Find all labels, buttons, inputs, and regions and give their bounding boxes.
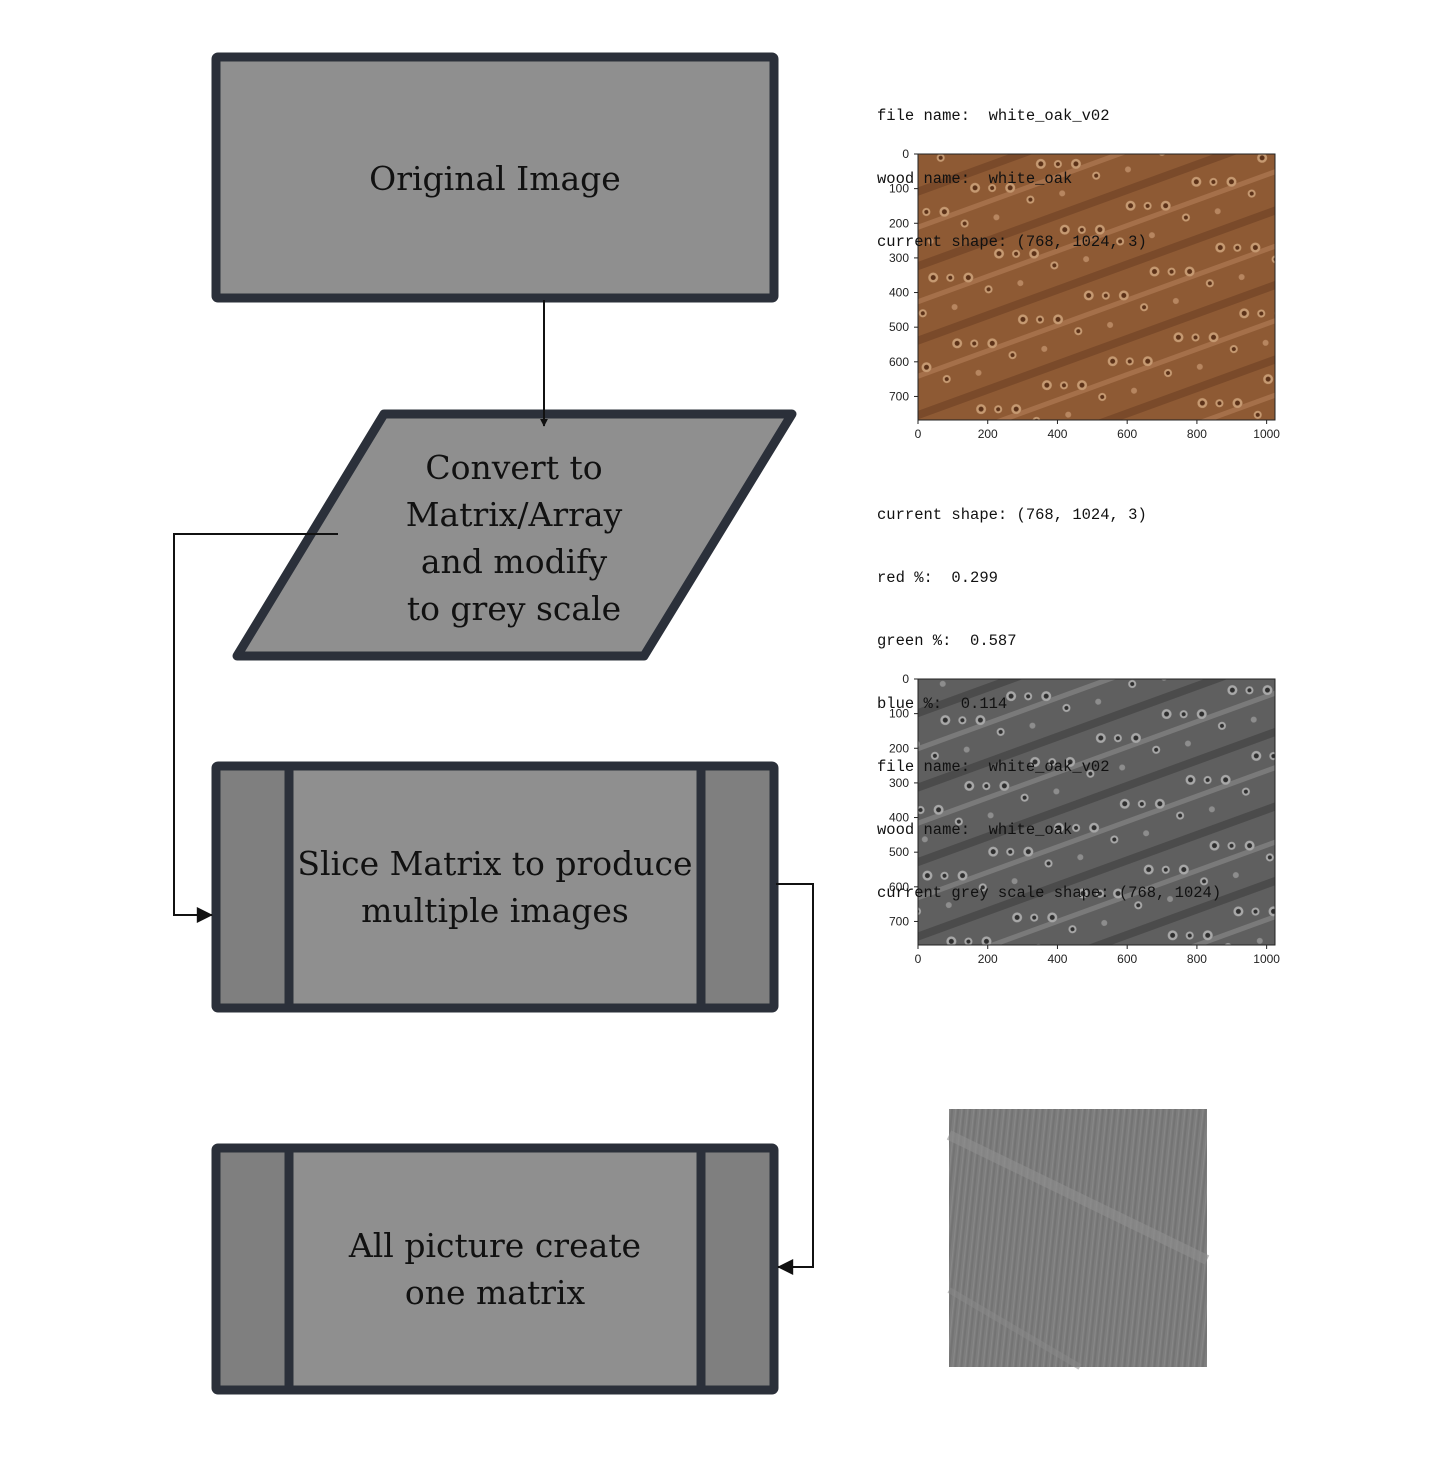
node-all-picture-matrix[interactable]	[211, 1143, 779, 1395]
label-line: Original Image	[369, 159, 621, 198]
output-line: green %: 0.587	[877, 632, 1017, 650]
x-tick-label: 400	[1047, 427, 1067, 441]
output-between: current shape: (768, 1024, 3)	[877, 463, 1147, 547]
output-block-1: file name: white_oak_v02 wood name: whit…	[877, 64, 1147, 274]
output-line: wood name: white_oak	[877, 821, 1073, 839]
y-tick-label: 100	[889, 182, 909, 196]
label-convert-to-matrix: Convert to Matrix/Array and modify to gr…	[300, 444, 728, 632]
x-tick-label: 600	[1117, 952, 1137, 966]
y-tick-label: 400	[889, 811, 909, 825]
y-tick-label: 700	[889, 914, 909, 928]
edge-slice-to-all	[776, 883, 814, 1275]
y-tick-label: 0	[902, 672, 909, 686]
x-tick-label: 200	[978, 952, 998, 966]
y-tick-label: 300	[889, 776, 909, 790]
node-original-image[interactable]	[211, 52, 779, 303]
output-line: current shape: (768, 1024, 3)	[877, 506, 1147, 524]
x-tick-label: 1000	[1253, 952, 1280, 966]
x-tick-label: 1000	[1253, 427, 1280, 441]
label-line: Convert to	[425, 448, 603, 487]
y-tick-label: 300	[889, 251, 909, 265]
y-tick-label: 100	[889, 707, 909, 721]
output-block-2: red %: 0.299 green %: 0.587 blue %: 0.11…	[877, 526, 1221, 925]
y-tick-label: 700	[889, 389, 909, 403]
output-line: current shape: (768, 1024, 3)	[877, 233, 1147, 251]
x-tick-label: 800	[1187, 427, 1207, 441]
label-line: to grey scale	[406, 589, 622, 628]
output-line: red %: 0.299	[877, 569, 998, 587]
label-line: and modify	[420, 542, 608, 581]
y-tick-label: 200	[889, 741, 909, 755]
output-line: blue %: 0.114	[877, 695, 1008, 713]
output-line: wood name: white_oak	[877, 170, 1073, 188]
grey-wood-image	[918, 679, 1275, 945]
edge-convert-to-slice	[173, 533, 338, 923]
x-tick-label: 0	[915, 952, 922, 966]
color-wood-image	[918, 154, 1275, 420]
label-line: multiple images	[361, 891, 629, 930]
x-tick-label: 800	[1187, 952, 1207, 966]
x-tick-label: 400	[1047, 952, 1067, 966]
color-image-plot: 0 200 400 600 800 1000 0 100 200 300 400 500 600 700	[889, 147, 1280, 441]
y-tick-label: 0	[902, 147, 909, 161]
label-line: Slice Matrix to produce	[297, 844, 693, 883]
x-tick-label: 200	[978, 427, 998, 441]
x-tick-label: 600	[1117, 427, 1137, 441]
x-tick-label: 0	[915, 427, 922, 441]
output-line: current grey scale shape: (768, 1024)	[877, 884, 1222, 902]
output-line: file name: white_oak_v02	[877, 758, 1110, 776]
label-line: one matrix	[404, 1273, 586, 1312]
output-line: file name: white_oak_v02	[877, 107, 1110, 125]
label-original-image: Original Image	[216, 155, 774, 202]
label-line: Matrix/Array	[405, 495, 623, 534]
y-tick-label: 600	[889, 355, 909, 369]
y-tick-label: 600	[889, 880, 909, 894]
node-slice-matrix[interactable]	[211, 761, 779, 1013]
y-tick-label: 200	[889, 216, 909, 230]
label-slice-matrix: Slice Matrix to produce multiple images	[280, 840, 710, 934]
slice-image	[946, 1109, 1210, 1370]
y-tick-label: 500	[889, 845, 909, 859]
label-line: All picture create	[348, 1226, 642, 1265]
y-tick-label: 400	[889, 286, 909, 300]
label-all-picture-matrix: All picture create one matrix	[280, 1222, 710, 1316]
y-tick-label: 500	[889, 320, 909, 334]
node-convert-to-matrix[interactable]	[232, 409, 797, 661]
grey-image-plot: 0 200 400 600 800 1000 0 100 200 300 400 500 600 700	[889, 672, 1280, 966]
